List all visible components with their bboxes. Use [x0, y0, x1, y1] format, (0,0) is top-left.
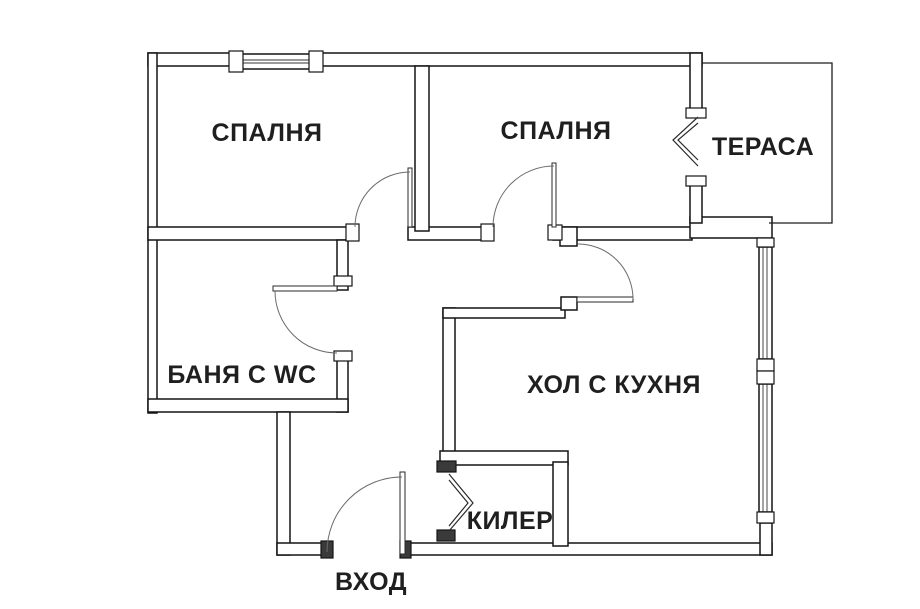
- jamb-terrace-top: [685, 107, 707, 119]
- door-leaves: [272, 162, 634, 555]
- jamb-bedroom1-left: [345, 223, 360, 242]
- walls: [147, 52, 773, 556]
- window-right-lower-frame: [758, 383, 773, 513]
- room-label-bedroom-2: СПАЛНЯ: [501, 117, 612, 145]
- door-arc-hall: [577, 243, 634, 300]
- window-top-cap-right: [308, 50, 324, 73]
- window-right-mullion-upper: [756, 358, 775, 372]
- window-right-cap-top: [756, 237, 775, 248]
- wall-bottom-right-segment: [402, 542, 773, 556]
- door-jambs: [320, 107, 707, 559]
- folding-doors: [448, 116, 699, 532]
- door-arc-entrance: [326, 476, 403, 553]
- terrace-door-inner: [677, 122, 699, 161]
- room-label-pantry: КИЛЕР: [467, 507, 554, 535]
- door-leaf-entrance: [399, 471, 406, 555]
- jamb-bathroom-bottom: [333, 350, 353, 362]
- room-label-bedroom-1: СПАЛНЯ: [212, 119, 323, 147]
- wall-bedroom-divider: [414, 65, 430, 232]
- jamb-bathroom-top: [333, 275, 353, 287]
- wall-bathroom-bottom: [147, 398, 349, 413]
- door-arcs: [274, 165, 634, 553]
- window-right-mullion-lower: [756, 370, 775, 385]
- wall-bedroom1-bottom: [147, 226, 359, 241]
- door-leaf-bedroom-1: [407, 167, 413, 228]
- wall-top-right-segment: [315, 52, 703, 67]
- wall-hall-top: [442, 307, 566, 319]
- window-right-cap-bottom: [756, 511, 775, 524]
- window-right: [756, 237, 775, 524]
- door-leaf-hall: [576, 296, 634, 303]
- door-leaf-bedroom-2: [551, 162, 557, 228]
- door-arc-bedroom-2: [492, 165, 555, 228]
- room-labels: СПАЛНЯ СПАЛНЯ ТЕРАСА БАНЯ С WC ХОЛ С КУХ…: [167, 117, 814, 596]
- jamb-pantry-bottom: [436, 529, 456, 542]
- wall-pantry-top: [439, 450, 569, 466]
- door-leaf-bathroom: [272, 285, 338, 292]
- room-label-terrace: ТЕРАСА: [712, 133, 814, 161]
- pantry-door-outer: [448, 473, 474, 532]
- wall-top-left-segment: [147, 52, 237, 67]
- wall-pantry-right: [552, 461, 569, 547]
- room-label-bathroom: БАНЯ С WC: [167, 361, 316, 389]
- door-arc-bathroom: [274, 290, 338, 354]
- wall-corridor-left: [276, 411, 291, 556]
- wall-under-terrace: [689, 216, 773, 239]
- jamb-terrace-bottom: [685, 175, 707, 187]
- window-top: [228, 50, 324, 73]
- terrace-door-outer: [672, 116, 699, 167]
- room-label-entrance: ВХОД: [335, 568, 407, 596]
- jamb-pantry-top: [436, 460, 457, 473]
- wall-bathroom-right-upper: [336, 239, 349, 291]
- wall-hall-left: [442, 307, 456, 454]
- window-top-cap-left: [228, 50, 244, 73]
- jamb-hall-door-bottom: [560, 296, 578, 311]
- window-top-frame: [231, 53, 321, 70]
- pantry-door-inner: [448, 479, 469, 527]
- door-arc-bedroom-1: [354, 171, 411, 228]
- jamb-bedroom2-left: [480, 223, 495, 242]
- wall-right-below-window: [759, 522, 773, 556]
- window-right-upper-frame: [758, 246, 773, 360]
- terrace-outline: [702, 62, 833, 224]
- room-label-living-kitchen: ХОЛ С КУХНЯ: [527, 371, 701, 399]
